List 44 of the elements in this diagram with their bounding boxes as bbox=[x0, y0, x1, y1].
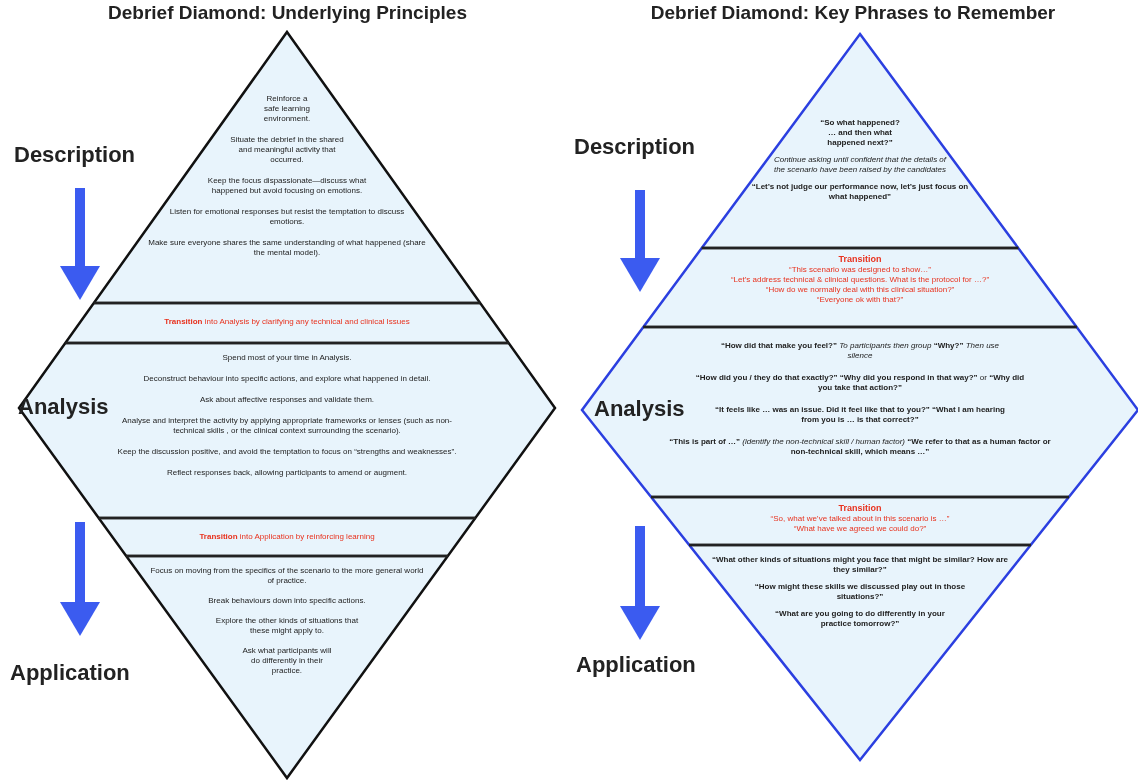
section-text: Ask about affective responses and validate them. bbox=[198, 395, 376, 405]
section-text: Keep the discussion positive, and avoid the temptation to focus on “strengths and weaknesses”. bbox=[117, 447, 457, 457]
section-text: Explore the other kinds of situations that these might apply to. bbox=[214, 616, 360, 636]
stage-label: Description bbox=[574, 134, 696, 160]
transition-text: “What have we agreed we could do?” bbox=[792, 524, 928, 534]
section-text: “It feels like … was an issue. Did it feel like that to you?” “What I am hearing from you is … is that correct?” bbox=[714, 405, 1006, 425]
stage-label: Application bbox=[576, 652, 696, 678]
diagram-heading: Debrief Diamond: Underlying Principles bbox=[107, 2, 468, 24]
section-text: Reinforce a safe learning environment. bbox=[262, 94, 312, 124]
transition-text: Transition into Application by reinforcing learning bbox=[198, 532, 376, 542]
section-text: Ask what participants will do differently in their practice. bbox=[241, 646, 333, 676]
transition-text: Transition into Analysis by clarifying any technical and clinical Issues bbox=[163, 317, 411, 327]
transition-text: Transition bbox=[837, 503, 883, 513]
section-text: Break behaviours down into specific actions. bbox=[207, 596, 367, 606]
diamond-section bbox=[65, 303, 509, 343]
section-text: Keep the focus dispassionate—discuss what happened but avoid focusing on emotions. bbox=[206, 176, 368, 196]
section-text: “Let’s not judge our performance now, let’s just focus on what happened” bbox=[750, 182, 970, 202]
section-text: “So what happened? … and then what happened next?” bbox=[820, 118, 900, 148]
section-text: “How might these skills we discussed play out in those situations?” bbox=[753, 582, 967, 602]
section-text: Deconstruct behaviour into specific actions, and explore what happened in detail. bbox=[142, 374, 432, 384]
stage-label: Analysis bbox=[594, 396, 685, 422]
transition-text: “So, what we’ve talked about in this scenario is …” bbox=[769, 514, 951, 524]
section-text: Make sure everyone shares the same understanding of what happened (share the mental model). bbox=[147, 238, 427, 258]
section-text: “What are you going to do differently in your practice tomorrow?” bbox=[774, 609, 946, 629]
diamond-section bbox=[701, 34, 1019, 248]
transition-text: “This scenario was designed to show…” bbox=[788, 265, 932, 275]
stage-label: Description bbox=[14, 142, 136, 168]
section-text: Spend most of your time in Analysis. bbox=[221, 353, 353, 363]
section-text: Situate the debrief in the shared and meaningful activity that occurred. bbox=[229, 135, 345, 165]
section-text: “This is part of …” (identify the non-technical skill / human factor) “We refer to that as a human factor or non-technical skill, which means …” bbox=[668, 437, 1052, 457]
section-text: “How did you / they do that exactly?” “Why did you respond in that way?” or “Why did you take that action?” bbox=[695, 373, 1025, 393]
transition-text: “Everyone ok with that?” bbox=[815, 295, 905, 305]
transition-text: “How do we normally deal with this clinical situation?” bbox=[764, 285, 956, 295]
section-text: Listen for emotional responses but resist the temptation to discuss emotions. bbox=[169, 207, 405, 227]
transition-text: Transition bbox=[837, 254, 883, 264]
transition-text: “Let’s address technical & clinical questions. What is the protocol for …?” bbox=[729, 275, 991, 285]
section-text: “How did that make you feel?” To participants then group “Why?” Then use silence bbox=[719, 341, 1001, 361]
section-text: Continue asking until confident that the details of the scenario have been raised by the candidates bbox=[772, 155, 948, 175]
section-text: “What other kinds of situations might you face that might be similar? How are they similar?” bbox=[710, 555, 1009, 575]
diagram-heading: Debrief Diamond: Key Phrases to Remember bbox=[649, 2, 1057, 24]
section-text: Reflect responses back, allowing participants to amend or augment. bbox=[165, 468, 409, 478]
section-text: Focus on moving from the specifics of the scenario to the more general world of practice. bbox=[149, 566, 425, 586]
section-text: Analyse and interpret the activity by applying appropriate frameworks or lenses (such as non-technical skills , or the clinical context surrounding the scenario). bbox=[122, 416, 452, 436]
stage-label: Application bbox=[10, 660, 130, 686]
